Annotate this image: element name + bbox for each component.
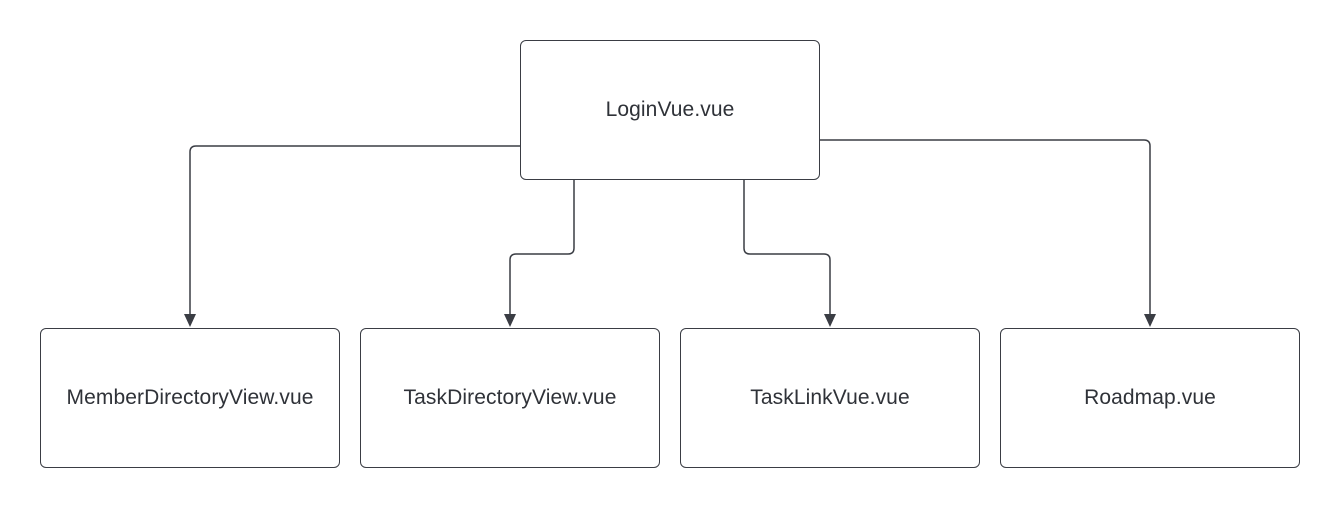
node-member-directory-view: MemberDirectoryView.vue: [40, 328, 340, 468]
node-label: MemberDirectoryView.vue: [66, 386, 314, 409]
node-roadmap: Roadmap.vue: [1000, 328, 1300, 468]
edge-login-to-task-directory: [509, 180, 575, 314]
node-label: LoginVue.vue: [605, 98, 735, 121]
arrowhead-roadmap: [1144, 314, 1156, 327]
node-task-directory-view: TaskDirectoryView.vue: [360, 328, 660, 468]
arrowhead-task-directory: [504, 314, 516, 327]
edge-login-to-roadmap: [820, 139, 1151, 314]
node-label: TaskDirectoryView.vue: [403, 386, 617, 409]
node-login-vue: LoginVue.vue: [520, 40, 820, 180]
arrowhead-member-directory: [184, 314, 196, 327]
node-task-link-vue: TaskLinkVue.vue: [680, 328, 980, 468]
edge-login-to-member-directory: [189, 145, 520, 314]
arrowhead-task-link: [824, 314, 836, 327]
node-label: Roadmap.vue: [1084, 386, 1216, 409]
node-label: TaskLinkVue.vue: [750, 386, 910, 409]
edge-login-to-task-link: [743, 180, 831, 314]
